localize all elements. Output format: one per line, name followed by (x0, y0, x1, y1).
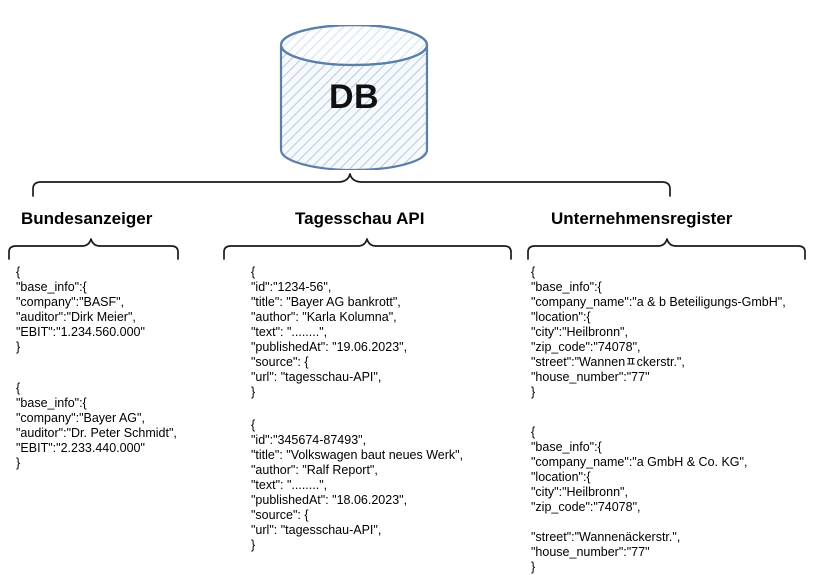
json-record-tagesschau-2: {"id":"345674-87493","title": "Volkswage… (251, 418, 463, 553)
json-line: } (251, 385, 256, 399)
json-line: { (16, 265, 21, 279)
json-line: "auditor":"Dirk Meier", (16, 310, 136, 324)
json-line: "company":"Bayer AG", (16, 411, 145, 425)
json-line: "city":"Heilbronn", (531, 325, 628, 339)
json-line: { (531, 425, 536, 439)
json-line: "author": "Ralf Report", (251, 463, 378, 477)
json-line: "city":"Heilbronn", (531, 485, 628, 499)
json-line: } (531, 560, 536, 574)
brace-tagesschau (223, 238, 512, 260)
json-line: } (16, 456, 21, 470)
json-line: "house_number":"77" (531, 370, 650, 384)
json-line: "publishedAt": "19.06.2023", (251, 340, 408, 354)
json-line: "zip_code":"74078", (531, 500, 641, 514)
database-label: DB (328, 78, 380, 116)
json-line (531, 515, 747, 530)
json-line: { (531, 265, 536, 279)
column-title-unternehmensregister: Unternehmensregister (551, 209, 733, 228)
json-line: } (531, 385, 536, 399)
json-line: { (251, 265, 256, 279)
brace-main (32, 173, 671, 197)
json-record-unternehmensregister-1: {"base_info":{"company_name":"a & b Bete… (531, 265, 786, 400)
json-line: } (251, 538, 256, 552)
json-line: "id":"345674-87493", (251, 433, 367, 447)
brace-bundesanzeiger (8, 238, 179, 260)
json-line: "url": "tagesschau-API", (251, 370, 382, 384)
json-line: "text": "........", (251, 478, 328, 492)
json-line: "street":"Wannenㅍckerstr.", (531, 355, 685, 369)
json-line: "title": "Bayer AG bankrott", (251, 295, 401, 309)
json-line: "title": "Volkswagen baut neues Werk", (251, 448, 464, 462)
json-line: "source": { (251, 508, 309, 522)
json-line: "url": "tagesschau-API", (251, 523, 382, 537)
json-line: "id":"1234-56", (251, 280, 332, 294)
json-line: "EBIT":"2.233.440.000" (16, 441, 145, 455)
json-line: "company_name":"a GmbH & Co. KG", (531, 455, 748, 469)
json-line: "base_info":{ (531, 280, 602, 294)
json-line: "company_name":"a & b Beteiligungs-GmbH"… (531, 295, 786, 309)
column-title-bundesanzeiger: Bundesanzeiger (21, 209, 153, 228)
json-line: "base_info":{ (531, 440, 602, 454)
json-line: { (16, 381, 21, 395)
json-line: "auditor":"Dr. Peter Schmidt", (16, 426, 177, 440)
json-record-bundesanzeiger-2: {"base_info":{"company":"Bayer AG","audi… (16, 381, 177, 471)
json-line: "street":"Wannenäckerstr.", (531, 530, 681, 544)
json-line: "company":"BASF", (16, 295, 125, 309)
json-line: "source": { (251, 355, 309, 369)
json-record-tagesschau-1: {"id":"1234-56","title": "Bayer AG bankr… (251, 265, 407, 400)
json-line: "zip_code":"74078", (531, 340, 641, 354)
database-node: DB (275, 25, 433, 170)
brace-unternehmensregister (527, 238, 806, 260)
json-line: "location":{ (531, 310, 591, 324)
json-record-bundesanzeiger-1: {"base_info":{"company":"BASF","auditor"… (16, 265, 145, 355)
json-line: } (16, 340, 21, 354)
column-title-tagesschau-api: Tagesschau API (295, 209, 425, 228)
json-line: "publishedAt": "18.06.2023", (251, 493, 408, 507)
json-line: { (251, 418, 256, 432)
json-line: "EBIT":"1.234.560.000" (16, 325, 145, 339)
json-line: "location":{ (531, 470, 591, 484)
json-line: "base_info":{ (16, 396, 87, 410)
json-record-unternehmensregister-2: {"base_info":{"company_name":"a GmbH & C… (531, 425, 747, 575)
database-cylinder-icon (279, 25, 429, 170)
json-line: "author": "Karla Kolumna", (251, 310, 397, 324)
json-line: "text": "........", (251, 325, 328, 339)
json-line: "base_info":{ (16, 280, 87, 294)
json-line: "house_number":"77" (531, 545, 650, 559)
